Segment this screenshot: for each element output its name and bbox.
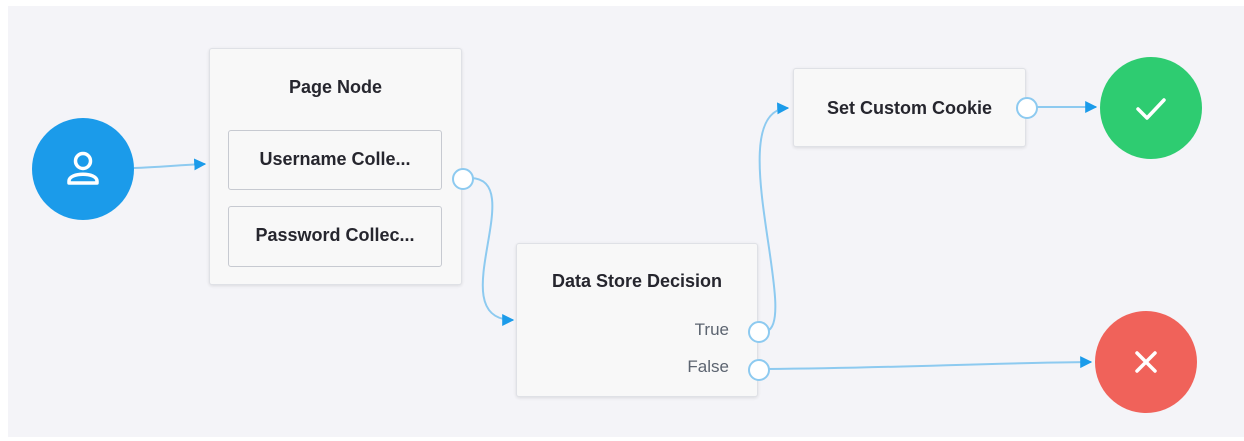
username-outcome-connector[interactable]	[452, 168, 474, 190]
username-collector-node[interactable]: Username Colle...	[228, 130, 442, 190]
set-custom-cookie-node[interactable]: Set Custom Cookie	[793, 68, 1026, 147]
cookie-outcome-connector[interactable]	[1016, 97, 1038, 119]
page-node-title: Page Node	[288, 77, 383, 97]
outcome-true-connector[interactable]	[748, 321, 770, 343]
failure-node[interactable]	[1095, 311, 1197, 413]
data-store-decision-title: Data Store Decision	[551, 271, 723, 291]
page-node[interactable]: Page Node Username Colle... Password Col…	[209, 48, 462, 285]
user-icon	[67, 151, 99, 185]
data-store-decision-node[interactable]: Data Store Decision True False	[516, 243, 758, 397]
start-node[interactable]	[32, 118, 134, 220]
checkmark-icon	[1136, 98, 1166, 120]
outcome-false-label: False	[687, 357, 729, 376]
outcome-true-label: True	[694, 320, 729, 339]
set-custom-cookie-title: Set Custom Cookie	[826, 98, 993, 118]
success-node[interactable]	[1100, 57, 1202, 159]
outcome-false-connector[interactable]	[748, 359, 770, 381]
close-x-icon	[1135, 351, 1157, 373]
password-collector-node[interactable]: Password Collec...	[228, 206, 442, 267]
